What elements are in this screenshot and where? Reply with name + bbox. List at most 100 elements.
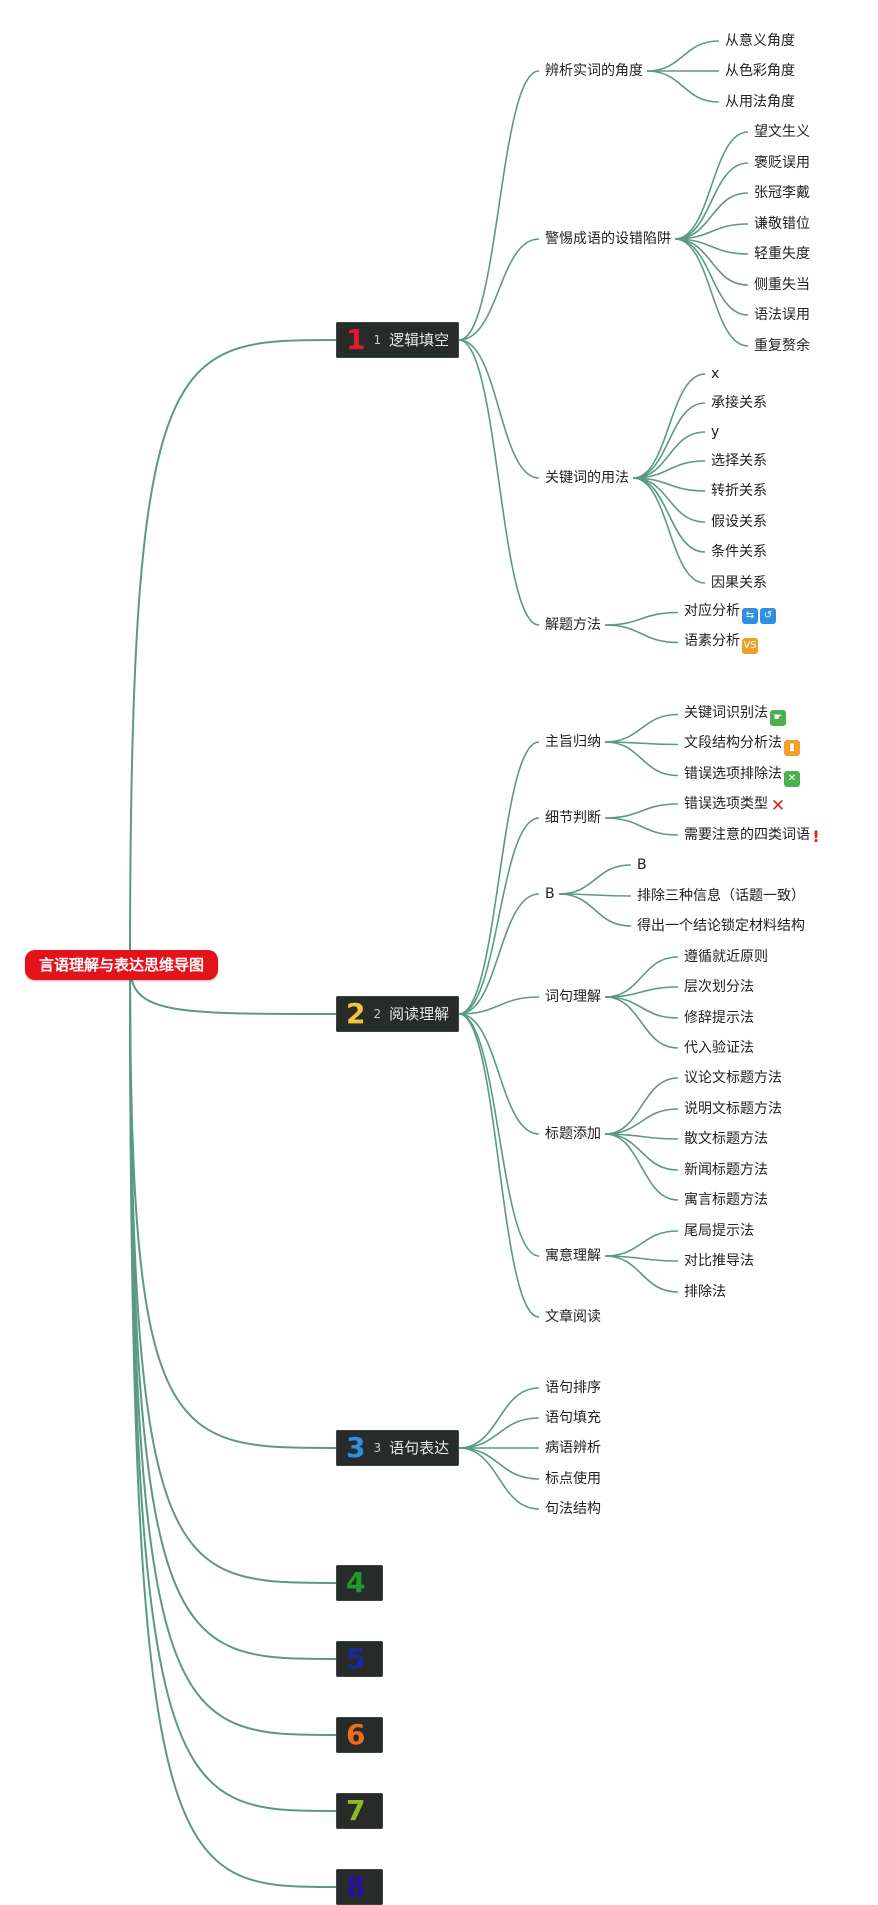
- main-node-7[interactable]: 7: [336, 1793, 384, 1829]
- connector-line: [604, 986, 679, 998]
- main-node-2[interactable]: 2 2 阅读理解: [336, 996, 460, 1032]
- sub-node[interactable]: 语句排序: [545, 1380, 601, 1396]
- root-node[interactable]: 言语理解与表达思维导图: [25, 950, 219, 980]
- leaf-node[interactable]: 排除法: [684, 1284, 726, 1300]
- leaf-node[interactable]: 从色彩角度: [725, 63, 795, 79]
- leaf-node[interactable]: 错误选项类型✕: [684, 794, 786, 815]
- exclamation-icon: !: [812, 827, 820, 846]
- leaf-node[interactable]: 从用法角度: [725, 94, 795, 110]
- leaf-node[interactable]: 侧重失当: [754, 277, 810, 293]
- connector-line: [632, 477, 706, 584]
- sub-node[interactable]: 主旨归纳: [545, 734, 601, 750]
- leaf-node[interactable]: 文段结构分析法▮: [684, 733, 800, 756]
- sub-node[interactable]: 句法结构: [545, 1501, 601, 1517]
- leaf-node[interactable]: 层次划分法: [684, 979, 754, 995]
- sub-node[interactable]: 标题添加: [545, 1126, 601, 1142]
- leaf-node[interactable]: 转折关系: [711, 483, 767, 499]
- main-index: 2: [373, 1007, 382, 1021]
- sub-node[interactable]: 词句理解: [545, 989, 601, 1005]
- sub-node[interactable]: B: [545, 886, 555, 902]
- number-8-icon: 8: [346, 1870, 366, 1903]
- connector-line: [604, 1108, 679, 1135]
- number-2-icon: 2: [346, 997, 366, 1030]
- connector-line: [458, 1447, 540, 1510]
- leaf-node[interactable]: 张冠李戴: [754, 185, 810, 201]
- main-node-8[interactable]: 8: [336, 1869, 384, 1905]
- connector-line: [458, 817, 540, 1015]
- main-node-4[interactable]: 4: [336, 1565, 384, 1601]
- number-6-icon: 6: [346, 1718, 366, 1751]
- connector-line: [458, 996, 540, 1015]
- connector-line: [458, 741, 540, 1015]
- leaf-node[interactable]: B: [637, 857, 647, 873]
- sub-node[interactable]: 病语辨析: [545, 1440, 601, 1456]
- sub-node[interactable]: 语句填充: [545, 1410, 601, 1426]
- main-label: 逻辑填空: [389, 331, 450, 349]
- leaf-node[interactable]: 议论文标题方法: [684, 1070, 782, 1086]
- connector-line: [129, 339, 337, 966]
- leaf-node[interactable]: 散文标题方法: [684, 1131, 768, 1147]
- leaf-node[interactable]: 说明文标题方法: [684, 1101, 782, 1117]
- leaf-node[interactable]: 轻重失度: [754, 246, 810, 262]
- leaf-node[interactable]: y: [711, 424, 720, 440]
- number-4-icon: 4: [346, 1566, 366, 1599]
- leaf-node[interactable]: 褒贬误用: [754, 155, 810, 171]
- main-node-5[interactable]: 5: [336, 1641, 384, 1677]
- connector-line: [129, 964, 337, 1660]
- blue-arrows-icon: ⇆: [742, 608, 758, 624]
- sub-node[interactable]: 标点使用: [545, 1471, 601, 1487]
- leaf-node[interactable]: 重复赘余: [754, 338, 810, 354]
- connector-line: [674, 162, 749, 240]
- sub-node[interactable]: 关键词的用法: [545, 470, 629, 486]
- leaf-node[interactable]: 错误选项排除法✕: [684, 764, 800, 787]
- leaf-node[interactable]: 修辞提示法: [684, 1010, 754, 1026]
- leaf-node[interactable]: 尾局提示法: [684, 1223, 754, 1239]
- connector-line: [558, 864, 632, 895]
- main-node-1[interactable]: 1 1 逻辑填空: [336, 322, 460, 358]
- leaf-node[interactable]: 因果关系: [711, 575, 767, 591]
- leaf-node[interactable]: 关键词识别法☛: [684, 703, 786, 726]
- leaf-node[interactable]: 新闻标题方法: [684, 1162, 768, 1178]
- connector-line: [674, 223, 749, 240]
- leaf-node[interactable]: 望文生义: [754, 124, 810, 140]
- bar-chart-icon: ▮: [784, 740, 800, 756]
- leaf-node[interactable]: x: [711, 366, 720, 382]
- leaf-node[interactable]: 对比推导法: [684, 1253, 754, 1269]
- number-1-icon: 1: [346, 323, 366, 356]
- leaf-node[interactable]: 需要注意的四类词语!: [684, 825, 820, 845]
- leaf-node[interactable]: 语法误用: [754, 307, 810, 323]
- leaf-node[interactable]: 承接关系: [711, 395, 767, 411]
- leaf-node[interactable]: 选择关系: [711, 453, 767, 469]
- connector-line: [632, 477, 706, 553]
- connector-line: [632, 373, 706, 479]
- connector-line: [632, 402, 706, 479]
- connector-line: [458, 1447, 540, 1480]
- leaf-node[interactable]: 条件关系: [711, 544, 767, 560]
- connector-line: [458, 1417, 540, 1449]
- leaf-label: 错误选项排除法: [684, 766, 782, 782]
- leaf-node[interactable]: 代入验证法: [684, 1040, 754, 1056]
- sub-node[interactable]: 文章阅读: [545, 1309, 601, 1325]
- connector-line: [674, 238, 749, 316]
- leaf-node[interactable]: 得出一个结论锁定材料结构: [637, 918, 805, 934]
- leaf-node[interactable]: 谦敬错位: [754, 216, 810, 232]
- sub-node[interactable]: 解题方法: [545, 617, 601, 633]
- connector-line: [604, 1077, 679, 1135]
- leaf-node[interactable]: 遵循就近原则: [684, 949, 768, 965]
- leaf-label: 关键词识别法: [684, 705, 768, 721]
- leaf-node[interactable]: 排除三种信息（话题一致）: [637, 888, 805, 904]
- leaf-node[interactable]: 对应分析⇆↺: [684, 601, 776, 624]
- sub-node[interactable]: 辨析实词的角度: [545, 63, 643, 79]
- sub-node[interactable]: 寓意理解: [545, 1248, 601, 1264]
- main-node-6[interactable]: 6: [336, 1717, 384, 1753]
- sub-node[interactable]: 细节判断: [545, 810, 601, 826]
- main-node-3[interactable]: 3 3 语句表达: [336, 1430, 460, 1466]
- leaf-node[interactable]: 寓言标题方法: [684, 1192, 768, 1208]
- connector-line: [604, 996, 679, 1019]
- leaf-node[interactable]: 从意义角度: [725, 33, 795, 49]
- leaf-label: 文段结构分析法: [684, 735, 782, 751]
- sub-node[interactable]: 警惕成语的设错陷阱: [545, 231, 671, 247]
- leaf-node[interactable]: 假设关系: [711, 514, 767, 530]
